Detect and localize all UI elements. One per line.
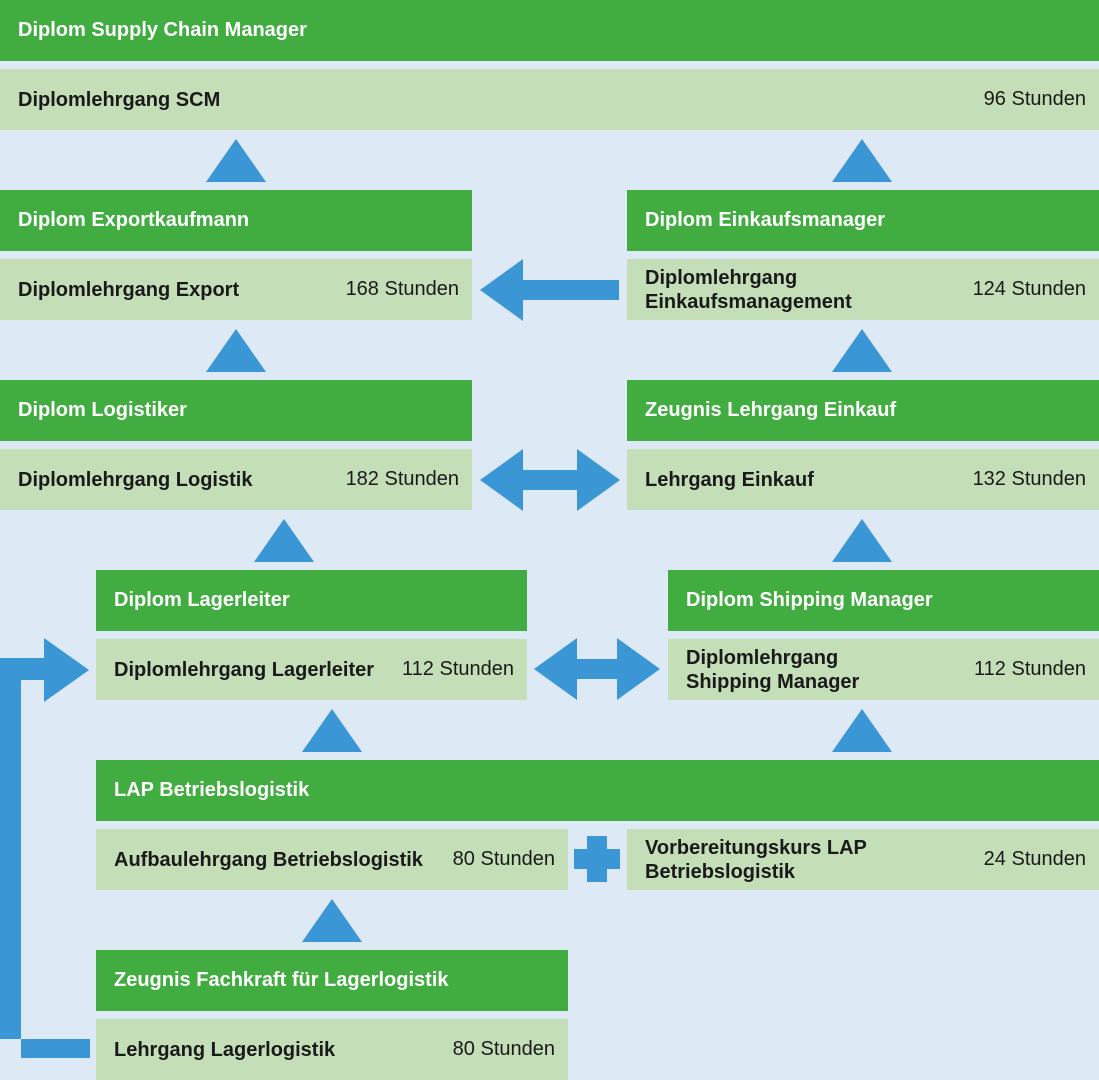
- left-arrow-einkaufsmanager-to-export: [480, 259, 619, 321]
- einkaufsmanager-hours: 124 Stunden: [972, 278, 1086, 300]
- scm-course-name: Diplomlehrgang SCM: [18, 88, 221, 111]
- einkaufsmanager-title-text: Diplom Einkaufsmanager: [645, 209, 886, 231]
- shipping-title: Diplom Shipping Manager: [668, 570, 1099, 631]
- up-arrow-lap-to-lagerleiter: [302, 709, 362, 752]
- lagerleiter-title-text: Diplom Lagerleiter: [114, 589, 290, 611]
- lagerlogistik-course-name: Lehrgang Lagerlogistik: [114, 1038, 336, 1061]
- shipping-title-text: Diplom Shipping Manager: [686, 589, 933, 611]
- double-arrow-lagerleiter-shipping: [534, 638, 660, 700]
- scm-course: Diplomlehrgang SCM 96 Stunden: [0, 69, 1099, 130]
- scm-title: Diplom Supply Chain Manager: [0, 0, 1099, 61]
- bracket-arrow-lagerlogistik-to-lagerleiter: [0, 638, 90, 1058]
- logistiker-course-name: Diplomlehrgang Logistik: [18, 468, 253, 491]
- einkauf-course-name: Lehrgang Einkauf: [645, 468, 814, 491]
- logistiker-title: Diplom Logistiker: [0, 380, 472, 441]
- lap-course-name: Aufbaulehrgang Betriebslogistik: [114, 848, 423, 871]
- lap-prep-hours: 24 Stunden: [983, 848, 1086, 870]
- einkaufsmanager-course-line1: Diplomlehrgang: [645, 266, 798, 289]
- lap-prep-line1: Vorbereitungskurs LAP: [645, 836, 867, 859]
- lap-course: Aufbaulehrgang Betriebslogistik 80 Stund…: [96, 829, 568, 890]
- up-arrow-lagerleiter-to-logistiker: [254, 519, 314, 562]
- lap-title: LAP Betriebslogistik: [96, 760, 1099, 821]
- lagerlogistik-title: Zeugnis Fachkraft für Lagerlogistik: [96, 950, 568, 1011]
- lagerleiter-course-name: Diplomlehrgang Lagerleiter: [114, 658, 375, 681]
- up-arrow-einkauf-to-einkaufsmanager: [832, 329, 892, 372]
- export-title-text: Diplom Exportkaufmann: [18, 209, 250, 231]
- plus-icon: [574, 836, 620, 882]
- shipping-course-line2: Shipping Manager: [686, 670, 860, 693]
- up-arrow-shipping-to-einkauf: [832, 519, 892, 562]
- scm-title-text: Diplom Supply Chain Manager: [18, 19, 307, 41]
- scm-hours: 96 Stunden: [983, 88, 1086, 110]
- logistiker-course: Diplomlehrgang Logistik 182 Stunden: [0, 449, 472, 510]
- lagerlogistik-hours: 80 Stunden: [452, 1038, 555, 1060]
- lagerlogistik-title-text: Zeugnis Fachkraft für Lagerlogistik: [114, 969, 449, 991]
- export-course: Diplomlehrgang Export 168 Stunden: [0, 259, 472, 320]
- double-arrow-logistiker-einkauf: [480, 449, 620, 511]
- up-arrow-lap-to-shipping: [832, 709, 892, 752]
- einkauf-title-text: Zeugnis Lehrgang Einkauf: [645, 399, 897, 421]
- lap-hours: 80 Stunden: [452, 848, 555, 870]
- einkaufsmanager-title: Diplom Einkaufsmanager: [627, 190, 1099, 251]
- export-hours: 168 Stunden: [345, 278, 459, 300]
- shipping-hours: 112 Stunden: [974, 658, 1086, 680]
- up-arrow-export-to-scm: [206, 139, 266, 182]
- lagerlogistik-course: Lehrgang Lagerlogistik 80 Stunden: [96, 1019, 568, 1080]
- up-arrow-einkaufsmanager-to-scm: [832, 139, 892, 182]
- logistiker-hours: 182 Stunden: [345, 468, 459, 490]
- export-course-name: Diplomlehrgang Export: [18, 278, 240, 301]
- lagerleiter-course: Diplomlehrgang Lagerleiter 112 Stunden: [96, 639, 527, 700]
- up-arrow-logistiker-to-export: [206, 329, 266, 372]
- shipping-course-line1: Diplomlehrgang: [686, 646, 839, 669]
- lap-title-text: LAP Betriebslogistik: [114, 779, 310, 801]
- logistiker-title-text: Diplom Logistiker: [18, 399, 187, 421]
- einkauf-hours: 132 Stunden: [972, 468, 1086, 490]
- export-title: Diplom Exportkaufmann: [0, 190, 472, 251]
- lagerleiter-hours: 112 Stunden: [402, 658, 514, 680]
- up-arrow-lagerlogistik-to-lap: [302, 899, 362, 942]
- einkauf-course: Lehrgang Einkauf 132 Stunden: [627, 449, 1099, 510]
- lagerleiter-title: Diplom Lagerleiter: [96, 570, 527, 631]
- einkaufsmanager-course-line2: Einkaufsmanagement: [645, 290, 852, 313]
- lap-prep-line2: Betriebslogistik: [645, 860, 796, 883]
- einkauf-title: Zeugnis Lehrgang Einkauf: [627, 380, 1099, 441]
